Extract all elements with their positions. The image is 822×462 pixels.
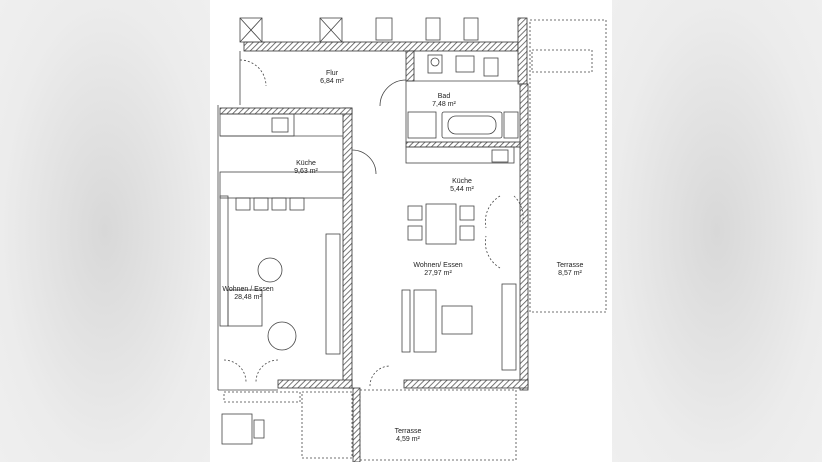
wall-right-upper [517, 17, 528, 85]
wall-bath-top [405, 50, 415, 82]
room-label-kitchen-left: Küche 9,63 m² [284, 160, 328, 176]
wall-kitchen-right [342, 107, 353, 389]
room-name: Bad [437, 93, 451, 100]
room-area: 6,84 m² [320, 78, 344, 85]
room-label-kitchen-right: Küche 5,44 m² [440, 178, 484, 194]
room-area: 4,59 m² [396, 436, 420, 443]
room-label-terrace-right: Terrasse 8,57 m² [548, 262, 592, 278]
room-label-terrace-bottom: Terrasse 4,59 m² [386, 428, 430, 444]
walls [219, 17, 529, 462]
wall-kitchen-top [219, 107, 353, 115]
room-label-hallway: Flur 6,84 m² [310, 70, 354, 86]
room-name: Terrasse [394, 428, 422, 435]
wall-bottom-main [403, 379, 529, 389]
blurred-background-right [612, 0, 822, 462]
floor-plan: Flur 6,84 m² Bad 7,48 m² Küche 9,63 m² K… [210, 0, 612, 462]
wall-terrace-left [352, 387, 361, 462]
room-name: Wohnen/ Essen [413, 262, 463, 269]
room-name: Terrasse [556, 262, 584, 269]
room-area: 8,57 m² [558, 270, 582, 277]
room-area: 5,44 m² [450, 186, 474, 193]
room-area: 9,63 m² [294, 168, 318, 175]
room-label-bathroom: Bad 7,48 m² [422, 93, 466, 109]
wall-bath-bottom [405, 141, 521, 148]
outlines [217, 17, 607, 461]
room-area: 27,97 m² [424, 270, 452, 277]
room-name: Küche [296, 160, 316, 167]
room-label-living-left: Wohnen / Essen 28,48 m² [216, 286, 280, 302]
wall-top-hallway [243, 41, 519, 52]
room-label-living-right: Wohnen/ Essen 27,97 m² [406, 262, 470, 278]
wall-right-main [519, 83, 529, 391]
room-area: 28,48 m² [234, 294, 262, 301]
room-area: 7,48 m² [432, 101, 456, 108]
room-name: Wohnen / Essen [222, 286, 274, 293]
floor-plan-drawing [217, 17, 607, 462]
room-name: Flur [325, 70, 339, 77]
blurred-background-left [0, 0, 210, 462]
room-name: Küche [452, 178, 472, 185]
wall-bottom-left [277, 379, 353, 389]
